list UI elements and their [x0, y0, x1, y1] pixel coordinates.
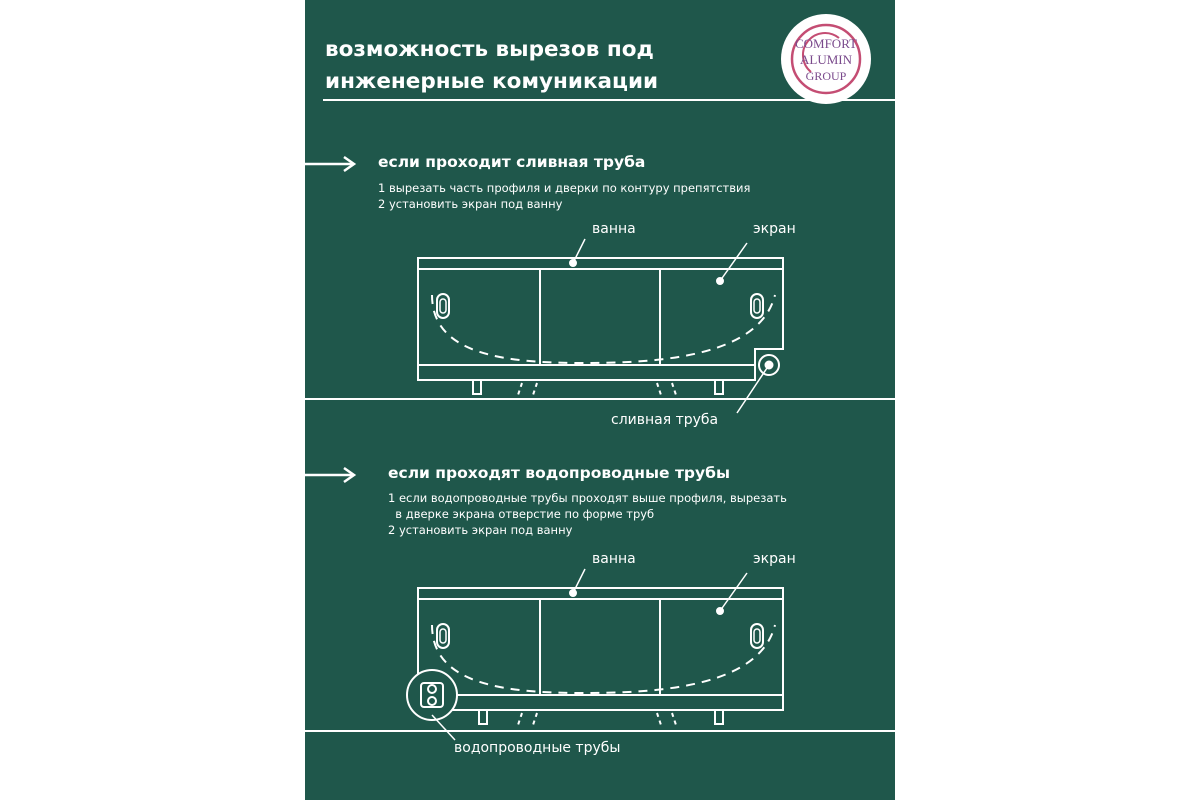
brand-logo: COMFORT ALUMIN GROUP	[781, 14, 871, 104]
logo-text-2: ALUMIN	[800, 52, 853, 67]
section1-step-1: 1 вырезать часть профиля и дверки по кон…	[378, 181, 751, 195]
water-pipe-1-icon	[427, 684, 437, 694]
section2-title: если проходят водопроводные трубы	[388, 464, 730, 482]
bath-screen-outline	[417, 257, 784, 381]
page-title: возможность вырезов под инженерные комун…	[325, 34, 658, 98]
title-underline	[323, 99, 895, 101]
door-handle-left	[436, 293, 450, 319]
water-pipes-callout	[406, 669, 458, 721]
label-screen: экран	[753, 221, 796, 237]
bath-screen-outline	[417, 587, 784, 711]
diagram-water-pipes: ванна экран водопроводные трубы	[305, 545, 895, 775]
label-bath: ванна	[592, 221, 636, 237]
label-screen: экран	[753, 551, 796, 567]
arrow-right-icon	[305, 155, 357, 173]
section1-step-2: 2 установить экран под ванну	[378, 197, 563, 211]
arrow-right-icon	[305, 466, 357, 484]
logo-text-1: COMFORT	[795, 36, 857, 51]
drain-pipe-icon	[758, 354, 780, 376]
door-handle-right	[750, 293, 764, 319]
label-bath: ванна	[592, 551, 636, 567]
bath-leg-right	[714, 379, 724, 395]
section2-step-1: 1 если водопроводные трубы проходят выше…	[388, 491, 787, 505]
label-drain-pipe: сливная труба	[611, 412, 719, 428]
water-pipe-2-icon	[427, 696, 437, 706]
bathtub-contour	[431, 624, 776, 695]
logo-text-3: GROUP	[806, 69, 847, 83]
door-handle-right	[750, 623, 764, 649]
section1-title: если проходит сливная труба	[378, 153, 646, 171]
diagram-drain-pipe: ванна экран сливная труба	[305, 215, 895, 445]
door-handle-left	[436, 623, 450, 649]
bath-leg-right	[714, 709, 724, 725]
bath-leg-left	[478, 709, 488, 725]
page-title-line-2: инженерные комуникации	[325, 69, 659, 94]
bath-leg-left	[472, 379, 482, 395]
instruction-poster: возможность вырезов под инженерные комун…	[305, 0, 895, 800]
bathtub-contour	[431, 294, 776, 365]
pipe-cutout	[420, 682, 444, 708]
section2-step-2: 2 установить экран под ванну	[388, 523, 573, 537]
page-title-line-1: возможность вырезов под	[325, 37, 654, 62]
section2-step-1-cont: в дверке экрана отверстие по форме труб	[388, 507, 655, 521]
label-water-pipes: водопроводные трубы	[454, 740, 621, 756]
